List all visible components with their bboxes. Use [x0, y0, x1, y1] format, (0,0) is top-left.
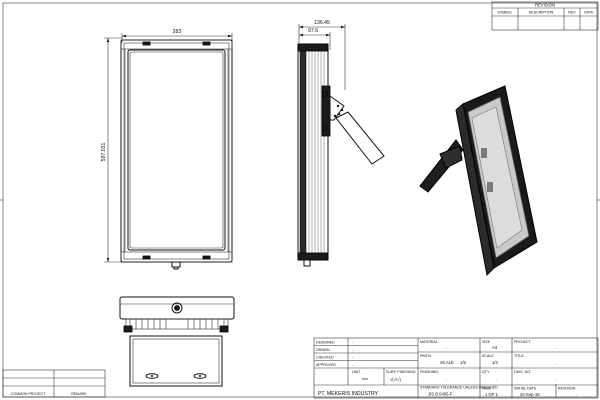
material-value: -	[446, 346, 448, 350]
designed-value: -	[352, 341, 354, 345]
revision-header-description: DESCRIPTION	[529, 11, 554, 15]
scale-label: SCALE	[440, 360, 454, 365]
dwg-no-label: DWG. NO.	[514, 370, 531, 374]
revision-value: -	[576, 393, 578, 397]
finishing-value: -	[446, 377, 448, 381]
drawn-label: DRAWN	[316, 348, 330, 352]
unit-label: UNIT	[352, 370, 361, 374]
side-view: 136.45 97.6	[297, 20, 385, 267]
front-lens	[127, 49, 226, 251]
scale2-label: SCALE	[482, 354, 494, 358]
drawn-value: -	[352, 348, 354, 352]
title-value: -	[556, 361, 558, 365]
side-inner-dimension: 97.6	[308, 28, 318, 34]
size-label: SIZE	[482, 340, 491, 344]
project-value: -	[556, 346, 558, 350]
dwg-no-value: -	[556, 377, 558, 381]
project-label: PROJECT	[514, 340, 532, 344]
checked-label: CHECKED	[316, 356, 334, 360]
title-label: TITLE	[514, 354, 524, 358]
finishing-label: FINISHING	[420, 370, 438, 374]
front-view: 283 597.031	[101, 29, 233, 270]
initial-date-value: 20-Sep-18	[520, 392, 540, 397]
revision-header-rev: REV	[568, 11, 576, 15]
qty-value: -	[496, 377, 498, 381]
surf-finishing-symbol: √(√/√)	[390, 377, 401, 382]
common-remark-label: REMARK	[71, 392, 87, 396]
common-table: COMMON PROJECT REMARK	[2, 369, 106, 398]
approved-value: -	[352, 363, 354, 367]
scale2-value: 1/4	[492, 360, 498, 365]
title-block: DESIGNED - DRAWN - CHECKED - APPROVED - …	[313, 337, 599, 399]
common-project-label: COMMON PROJECT	[11, 392, 46, 396]
approved-label: APPROVED	[316, 363, 336, 367]
revision-label: REVISION	[558, 387, 576, 391]
bottom-view	[119, 296, 235, 387]
initial-date-label: INITIAL DATE	[514, 387, 537, 391]
isometric-view	[419, 85, 538, 277]
part-label: PART#	[420, 354, 431, 358]
surf-finishing-label: SURF. FINISHING	[386, 370, 416, 374]
front-height-dimension: 597.031	[101, 143, 107, 162]
unit-value: mm	[362, 377, 368, 381]
page-label: PAGE	[482, 387, 492, 391]
designed-label: DESIGNED	[316, 341, 335, 345]
material-label: MATERIAL	[420, 340, 438, 344]
revision-header-date: DATE	[584, 11, 594, 15]
side-total-dimension: 136.45	[314, 20, 330, 26]
revision-table: REVISION SYMBOL DESCRIPTION REV DATE	[491, 1, 599, 31]
company-name: PT. MEKERIS INDUSTRY	[318, 391, 379, 397]
front-width-dimension: 283	[173, 29, 182, 35]
revision-title: REVISION	[535, 3, 555, 8]
checked-value: -	[352, 356, 354, 360]
revision-header-symbol: SYMBOL	[498, 11, 513, 15]
scale-value: 1/5	[460, 360, 466, 365]
qty-label: QTY.	[482, 370, 490, 374]
page-value: 1 OF 1	[485, 392, 498, 397]
size-value: A3	[492, 345, 498, 350]
tolerance-value: JIS B 0405-F	[428, 392, 453, 397]
tolerance-label: STANDARD TOLERANCE UNLESS SPECIFIED	[420, 386, 498, 390]
